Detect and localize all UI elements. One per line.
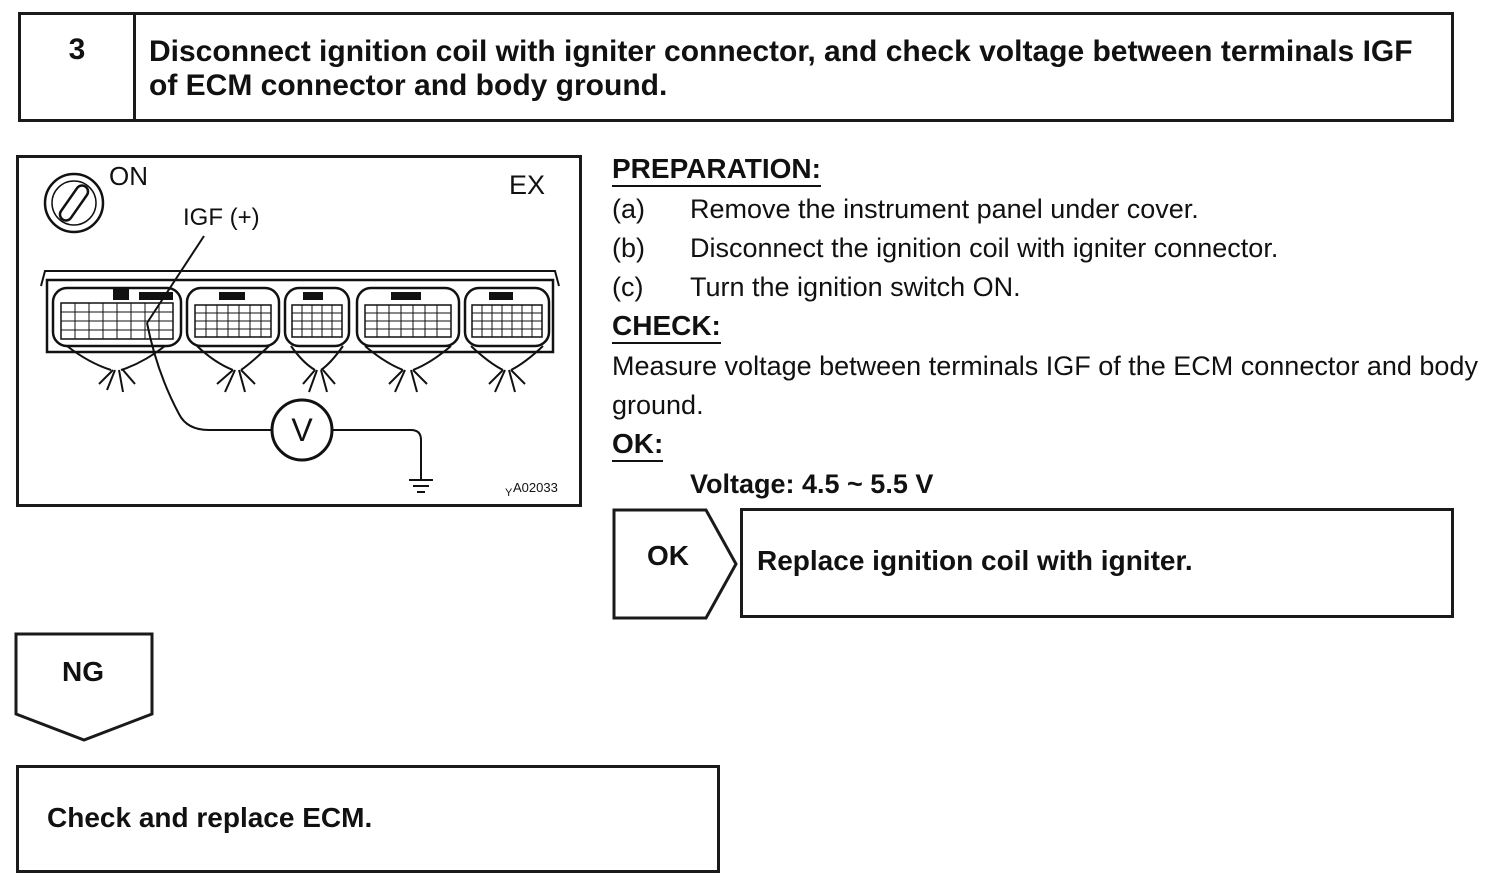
- check-text: Measure voltage between terminals IGF of…: [612, 351, 1478, 420]
- connector-a: [51, 286, 183, 348]
- wire-harnesses: [66, 345, 544, 393]
- variant-label: EX: [509, 170, 545, 200]
- check-heading: CHECK:: [612, 310, 721, 344]
- preparation-step-text: Turn the ignition switch ON.: [690, 272, 1021, 302]
- preparation-step-c: (c) Turn the ignition switch ON.: [612, 268, 1482, 307]
- ok-branch-label: OK: [647, 540, 689, 571]
- ok-result-text: Replace ignition coil with igniter.: [757, 545, 1193, 576]
- ecm-housing: [40, 270, 560, 354]
- ng-branch-label: NG: [62, 656, 104, 687]
- igf-terminal-label: IGF (+): [183, 204, 260, 231]
- preparation-step-text: Remove the instrument panel under cover.: [690, 194, 1199, 224]
- preparation-heading: PREPARATION:: [612, 153, 821, 187]
- ng-result-text: Check and replace ECM.: [47, 802, 373, 833]
- step-number: 3: [68, 33, 86, 66]
- ground-symbol-icon: [409, 479, 433, 493]
- preparation-step-letter: (b): [612, 233, 645, 263]
- voltmeter-symbol: V: [291, 412, 313, 448]
- preparation-step-b: (b) Disconnect the ignition coil with ig…: [612, 229, 1482, 268]
- voltage-spec: Voltage: 4.5 ~ 5.5 V: [690, 469, 934, 499]
- figure-prefix: Y: [505, 487, 513, 499]
- ok-spec-heading: OK:: [612, 428, 664, 462]
- step-number-cell: 3: [21, 15, 136, 119]
- preparation-step-a: (a) Remove the instrument panel under co…: [612, 190, 1482, 229]
- ignition-switch-icon: [43, 172, 105, 234]
- diagram-drawing: ON EX IGF (+): [40, 161, 560, 499]
- voltmeter-icon: V: [270, 398, 334, 462]
- instructions-panel: PREPARATION: (a) Remove the instrument p…: [612, 150, 1482, 504]
- figure-id: A02033: [513, 480, 558, 495]
- connector-b: [185, 286, 281, 348]
- ng-result-box: Check and replace ECM.: [16, 765, 720, 873]
- connector-e: [463, 286, 551, 348]
- ok-branch-arrow: [612, 508, 738, 620]
- probe-leads: [146, 235, 422, 480]
- step-title: Disconnect ignition coil with igniter co…: [149, 35, 1413, 102]
- switch-on-label: ON: [109, 161, 148, 191]
- ng-branch-arrow: [14, 632, 154, 742]
- preparation-step-letter: (c): [612, 272, 644, 302]
- ecm-connector-diagram: ON EX IGF (+): [16, 155, 582, 507]
- preparation-step-text: Disconnect the ignition coil with ignite…: [690, 233, 1279, 263]
- connector-c: [283, 286, 351, 348]
- connector-d: [355, 286, 461, 348]
- preparation-step-letter: (a): [612, 194, 645, 224]
- ok-result-box: Replace ignition coil with igniter.: [740, 508, 1454, 618]
- step-header: 3 Disconnect ignition coil with igniter …: [18, 12, 1454, 122]
